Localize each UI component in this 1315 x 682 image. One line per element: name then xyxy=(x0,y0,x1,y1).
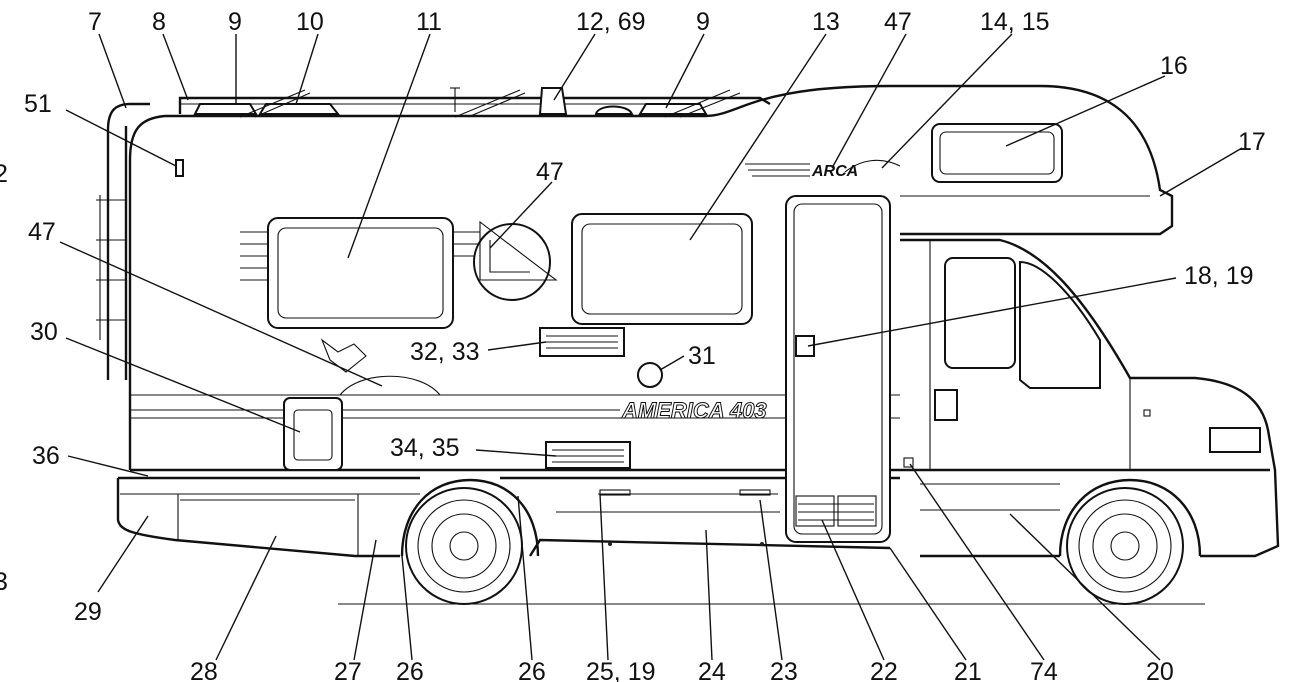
callout-21: 21 xyxy=(954,658,982,682)
filler-cap xyxy=(637,362,663,388)
callout-47c: 47 xyxy=(28,218,56,246)
callout-32-33: 32, 33 xyxy=(410,338,480,366)
callout-23: 23 xyxy=(770,658,798,682)
callout-12-69: 12, 69 xyxy=(576,8,646,36)
callout-25-19: 25, 19 xyxy=(586,658,656,682)
roof-hatches xyxy=(193,87,741,118)
callout-8: 8 xyxy=(152,8,166,36)
callout-24: 24 xyxy=(698,658,726,682)
callout-29: 29 xyxy=(74,598,102,626)
callout-47b: 47 xyxy=(536,158,564,186)
callout-edge-2: 2 xyxy=(0,160,8,188)
lock-74 xyxy=(903,457,914,468)
fridge-vent-lower xyxy=(545,441,631,469)
entrance-door xyxy=(785,195,891,543)
callout-7: 7 xyxy=(88,8,102,36)
window-16 xyxy=(931,123,1063,183)
callout-22: 22 xyxy=(870,658,898,682)
callout-28: 28 xyxy=(190,658,218,682)
callout-17: 17 xyxy=(1238,128,1266,156)
door-vent-grille xyxy=(795,495,877,527)
callout-14-15: 14, 15 xyxy=(980,8,1050,36)
callout-47: 47 xyxy=(884,8,912,36)
callout-9b: 9 xyxy=(696,8,710,36)
logo-emblem xyxy=(473,220,558,301)
callout-labels: 7 8 9 10 11 12, 69 9 13 47 14, 15 51 16 … xyxy=(0,8,1266,682)
callout-13: 13 xyxy=(812,8,840,36)
side-skirt-locker xyxy=(556,489,780,546)
callout-51: 51 xyxy=(24,90,52,118)
brand-stripes: ARCA xyxy=(745,159,901,180)
window-13 xyxy=(571,213,753,325)
callout-18-19: 18, 19 xyxy=(1184,262,1254,290)
leader-lines xyxy=(59,33,1243,661)
decal-diamonds xyxy=(320,338,367,373)
callout-34-35: 34, 35 xyxy=(390,434,460,462)
callout-31: 31 xyxy=(688,342,716,370)
callout-26b: 26 xyxy=(518,658,546,682)
callout-9: 9 xyxy=(228,8,242,36)
fridge-vent-upper xyxy=(539,327,625,357)
callout-30: 30 xyxy=(30,318,58,346)
callout-10: 10 xyxy=(296,8,324,36)
callout-20: 20 xyxy=(1146,658,1174,682)
callout-edge-3: 3 xyxy=(0,568,8,596)
service-door xyxy=(283,397,343,471)
callout-74: 74 xyxy=(1030,658,1058,682)
callout-16: 16 xyxy=(1160,52,1188,80)
front-wheel xyxy=(1058,478,1202,605)
rear-marker-light xyxy=(175,159,184,177)
model-badge: AMERICA 403 xyxy=(621,398,767,423)
window-11 xyxy=(240,217,480,329)
rear-ladder xyxy=(96,102,150,380)
callout-36: 36 xyxy=(32,442,60,470)
callout-11: 11 xyxy=(416,8,442,36)
cab xyxy=(900,195,1261,470)
rear-wheel xyxy=(400,478,540,605)
callout-26a: 26 xyxy=(396,658,424,682)
callout-27: 27 xyxy=(334,658,362,682)
brand-badge: ARCA xyxy=(811,163,858,180)
rear-lockers xyxy=(120,493,420,556)
